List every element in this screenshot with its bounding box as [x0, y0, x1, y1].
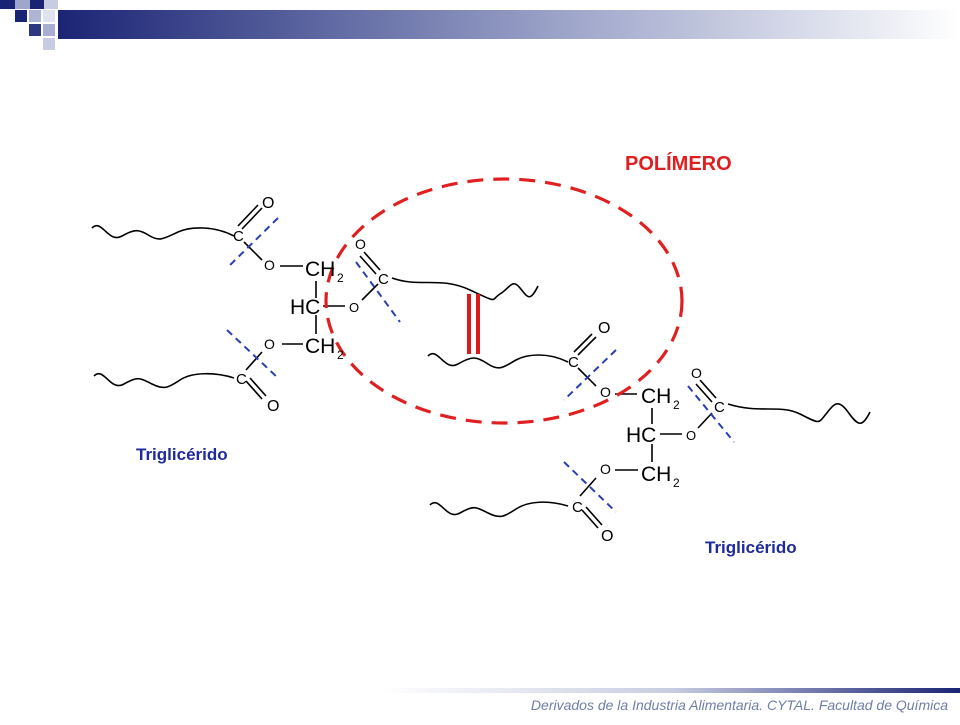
fatty-chain-bottom-left: [93, 372, 235, 389]
triglyceride-right: [427, 333, 871, 529]
atom-o-right-1: O: [598, 320, 610, 337]
atom-ch-left-1: CH: [305, 258, 335, 281]
atom-o-right-4: O: [600, 461, 611, 477]
cleavage-lines-right: [563, 349, 735, 513]
atom-o-right-2: O: [600, 384, 611, 400]
atom-o-left-5: O: [267, 398, 279, 415]
atom-ch-sub-left-1: 2: [337, 271, 344, 285]
atom-c-right-3: C: [714, 399, 725, 416]
atom-o-left-1: O: [262, 195, 274, 212]
fatty-chain-middle-left: [391, 277, 539, 301]
atom-ch-sub-left-2: 2: [337, 348, 344, 362]
atom-c-left-1: C: [233, 228, 244, 245]
atom-hc-left: HC: [290, 296, 320, 319]
atom-o-left-6: O: [355, 236, 366, 252]
header-gradient-bar: [58, 10, 960, 39]
atom-hc-right: HC: [626, 424, 656, 447]
atom-ch-right-2: CH: [641, 463, 671, 486]
atom-o-left-4: O: [264, 336, 275, 352]
polymer-crosslink-bond: [467, 294, 480, 354]
atom-ch-sub-right-2: 2: [673, 476, 680, 490]
triglyceride-left: [91, 204, 539, 400]
atom-o-left-2: O: [264, 257, 275, 273]
cleavage-lines-left: [226, 217, 401, 379]
atom-o-right-6: O: [691, 365, 702, 381]
atom-ch-right-1: CH: [641, 385, 671, 408]
atom-o-left-3: O: [349, 300, 359, 315]
fatty-chain-top-left: [91, 225, 235, 240]
atom-ch-sub-right-1: 2: [673, 398, 680, 412]
triglyceride-left-label: Triglicérido: [136, 445, 228, 464]
fatty-chain-top-right: [427, 353, 569, 369]
atom-c-right-1: C: [568, 354, 579, 371]
polymer-region-ellipse: [324, 177, 684, 425]
atom-labels-left: O C O CH 2 HC O O CH 2 C O O C: [233, 195, 389, 415]
atom-o-right-5: O: [601, 528, 613, 545]
atom-labels-right: O C O CH 2 HC O O CH 2 C O O C: [568, 320, 725, 545]
fatty-chain-right: [727, 403, 871, 425]
header-squares-decoration: [0, 0, 58, 50]
atom-ch-left-2: CH: [305, 335, 335, 358]
atom-c-left-3: C: [378, 271, 389, 288]
fatty-chain-bottom-right: [429, 501, 569, 518]
polymer-label: POLÍMERO: [625, 153, 732, 175]
atom-o-right-3: O: [686, 428, 696, 443]
atom-c-left-2: C: [236, 371, 247, 388]
footer-gradient-bar: [380, 688, 960, 693]
footer-credit: Derivados de la Industria Alimentaria. C…: [530, 697, 948, 713]
atom-c-right-2: C: [572, 499, 583, 516]
triglyceride-right-label: Triglicérido: [705, 538, 797, 557]
